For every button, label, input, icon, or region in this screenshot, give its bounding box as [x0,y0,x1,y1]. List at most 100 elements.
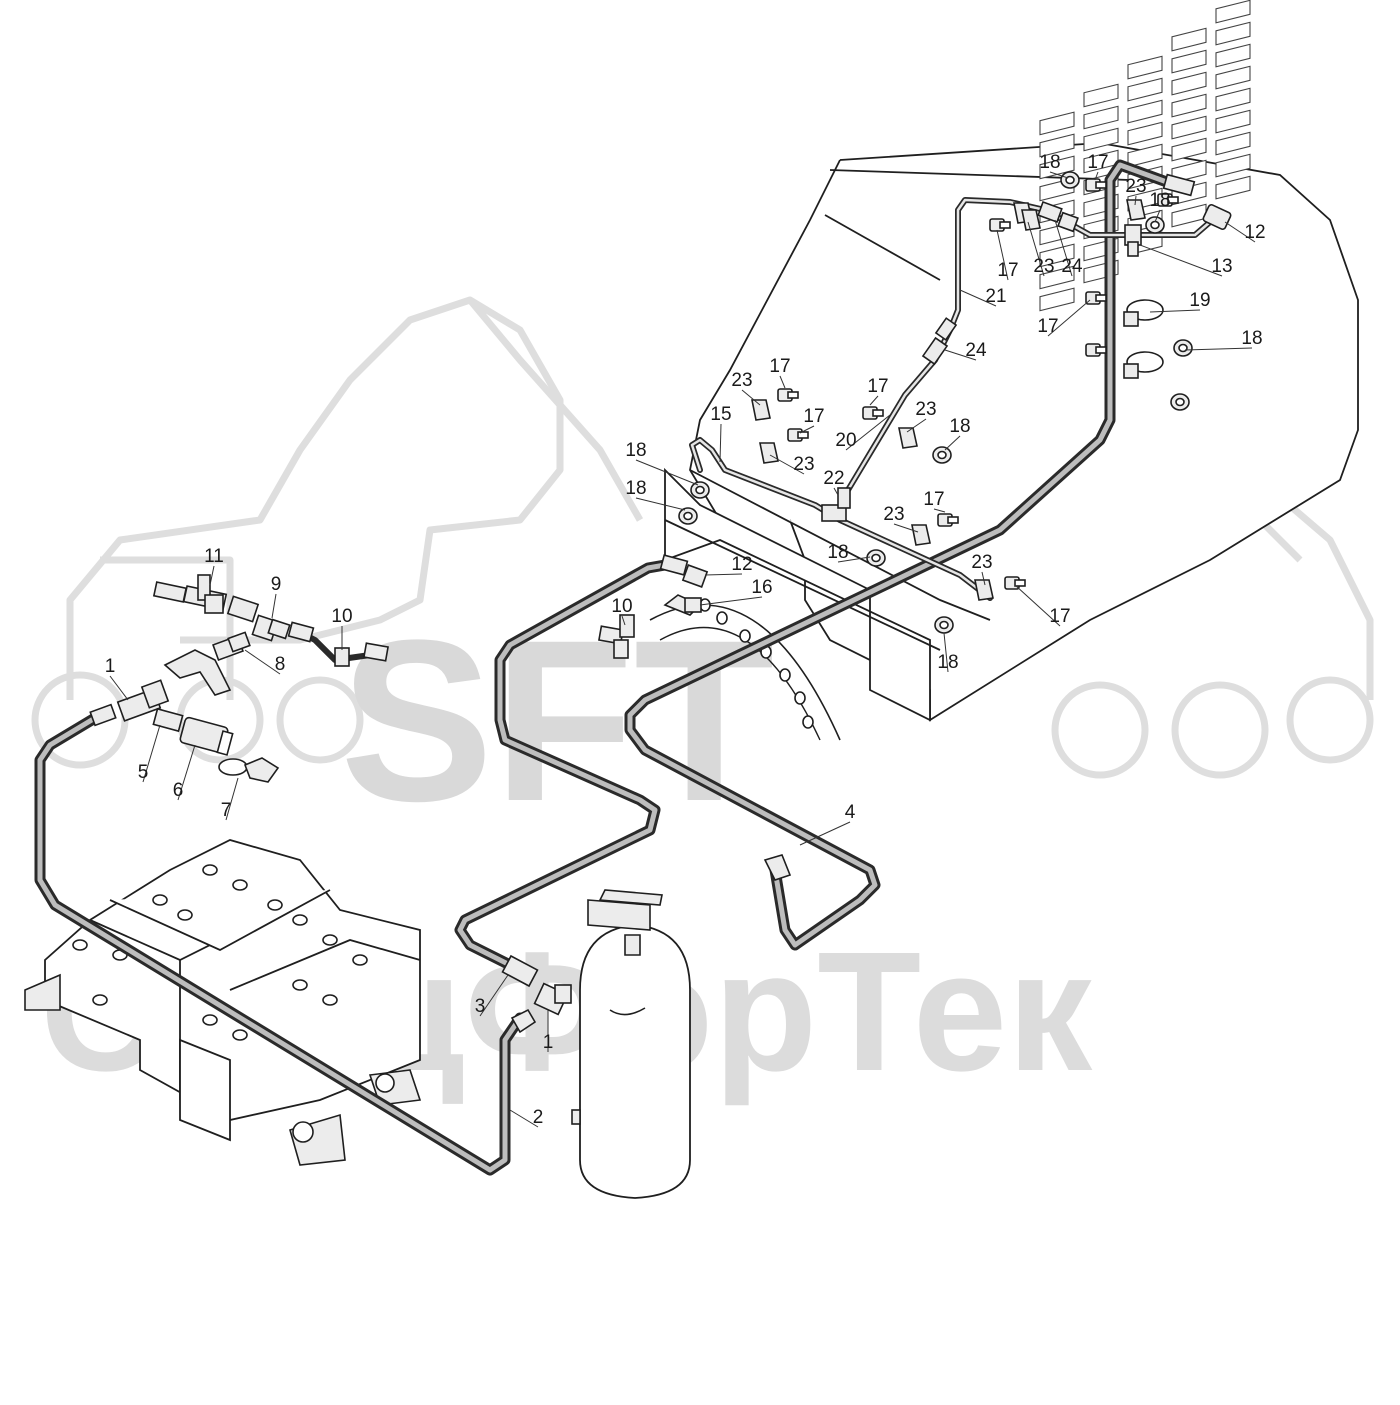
battery-top-edge-2 [229,939,421,991]
callout-c18f: 18 [1039,152,1060,173]
battery-cap [152,894,168,906]
hood-top-edge [689,159,841,521]
clamp-bracket-19 [1123,299,1164,379]
leader-c23e [981,571,986,586]
compressor-battery-block [24,839,422,1166]
mount-bolt [292,1121,314,1143]
callout-c7: 7 [221,800,232,821]
grille-slot [1083,83,1119,108]
battery-cap [202,864,218,876]
callout-c11: 11 [204,546,224,567]
leader-c17h [1047,299,1091,337]
leader-c17b [799,425,815,434]
leader-c24b [1054,219,1073,277]
clip-23 [759,442,779,464]
leader-c18h [1184,347,1253,351]
bracket-plate [163,649,232,696]
grille-slot [1215,43,1251,68]
leader-c13 [1139,244,1223,277]
fitting-3 [501,954,539,988]
battery-front-block [179,1038,231,1142]
callout-c3: 3 [475,996,486,1017]
crossmember-top [689,469,991,621]
grille-slot [1215,87,1251,112]
air-receiver-tank [571,889,691,1199]
leader-c17f [996,229,1009,281]
callout-c18a: 18 [625,440,646,461]
leader-c17e [1014,584,1061,627]
callout-c18c: 18 [827,542,848,563]
leader-c10b [621,615,626,626]
fitting-5 [152,707,184,733]
grille-slot [1083,149,1119,174]
leader-c20 [845,414,891,451]
callout-c20: 20 [835,430,856,451]
battery-cap [92,994,108,1006]
arc-bolt [716,611,728,625]
leader-c1a [109,675,129,701]
hood-crease [824,214,941,281]
leader-c17d [933,508,946,513]
leader-c11 [209,565,215,586]
leader-c18a [635,459,699,486]
grille-slot [1039,133,1075,158]
hoses [34,159,1181,1176]
clip-23 [751,399,771,421]
battery-cap [232,879,248,891]
callout-c12b: 12 [1244,222,1265,243]
arc-bolt [794,691,806,705]
nut-18-hole [871,553,881,563]
leader-c24a [944,349,977,361]
battery-cap [177,909,193,921]
leader-c23c [906,418,927,433]
callout-c16: 16 [751,577,772,598]
bolt-17-shank [1095,346,1107,354]
battery-cap [352,954,368,966]
coupling-24-top [1037,200,1079,233]
leader-c4 [799,821,851,846]
crossmember-bottom [664,519,941,651]
elbow-12-upper [1202,203,1232,231]
grille-slot [1039,287,1075,312]
tank-valve-box-top [598,889,663,906]
grille-slot [1039,243,1075,268]
bolt-17-shank [1014,579,1026,587]
hose-end-upper [1162,173,1196,197]
leader-c22 [833,487,839,496]
callout-c1a: 1 [105,656,116,677]
callout-c23e: 23 [971,552,992,573]
callout-c18b: 18 [625,478,646,499]
nut-18-hole [937,450,947,460]
leader-c23f [1027,221,1045,277]
battery-cap [72,939,88,951]
grille-slot [1127,121,1163,146]
leader-lines [109,171,1256,1128]
nut-18-hole [1065,175,1075,185]
leader-c7 [225,777,239,821]
side-plate [664,467,931,722]
coupling-24-mid [921,317,958,366]
callout-c17g: 17 [1087,152,1108,173]
fitting-22-tee [821,487,851,522]
leader-c16 [699,596,763,606]
grille-slot [1127,99,1163,124]
callout-c18d: 18 [949,416,970,437]
leader-c17c [869,395,879,406]
fitting-9-elbow [226,595,291,642]
tank-bracket [571,1109,581,1125]
tank-handle [609,1007,646,1016]
nut-18-hole [939,620,949,630]
callout-c17b: 17 [803,406,824,427]
nut-18-hole [695,485,705,495]
callout-c18e: 18 [937,652,958,673]
bolt-17-shank [872,409,884,417]
hardware [678,171,1193,634]
leader-c18e [943,632,949,673]
tank-body [579,924,691,1199]
battery-caps [72,864,368,1041]
callout-c23b: 23 [793,454,814,475]
leader-c23d [893,523,919,533]
callout-c2: 2 [533,1107,544,1128]
leader-c21 [959,289,997,307]
leader-c15 [719,423,722,463]
